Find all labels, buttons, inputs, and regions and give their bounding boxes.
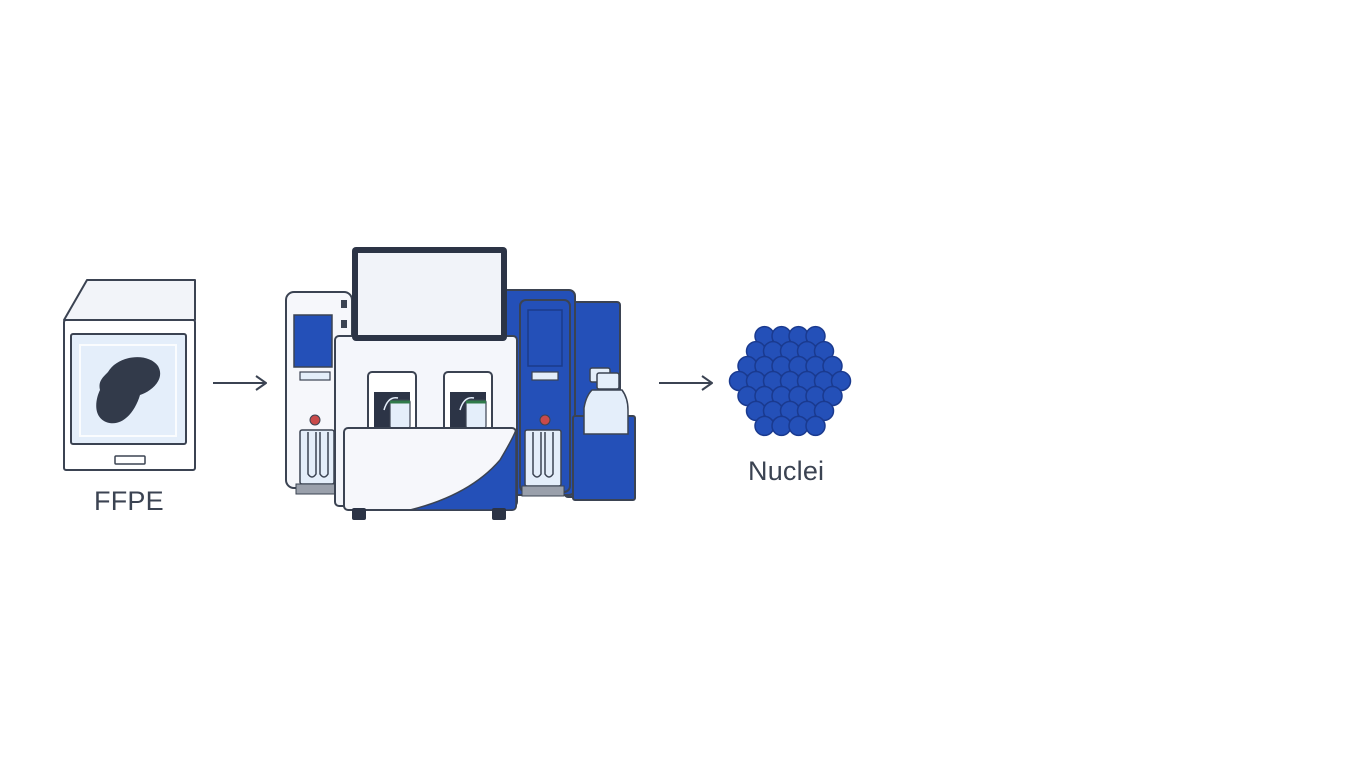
- arrow-ffpe-to-instrument: [213, 375, 267, 391]
- nucleus-dot: [771, 415, 792, 437]
- arrow-instrument-to-nuclei: [659, 375, 713, 391]
- nuclei-cluster-icon: [728, 325, 852, 437]
- nucleus-dot: [805, 415, 826, 437]
- ffpe-label: FFPE: [94, 486, 164, 516]
- nucleus-dot: [754, 415, 775, 437]
- ffpe-tissue-block-icon: [63, 279, 196, 471]
- lab-instrument-icon: [285, 247, 636, 520]
- nuclei-label: Nuclei: [748, 456, 825, 486]
- nucleus-dot: [788, 415, 809, 437]
